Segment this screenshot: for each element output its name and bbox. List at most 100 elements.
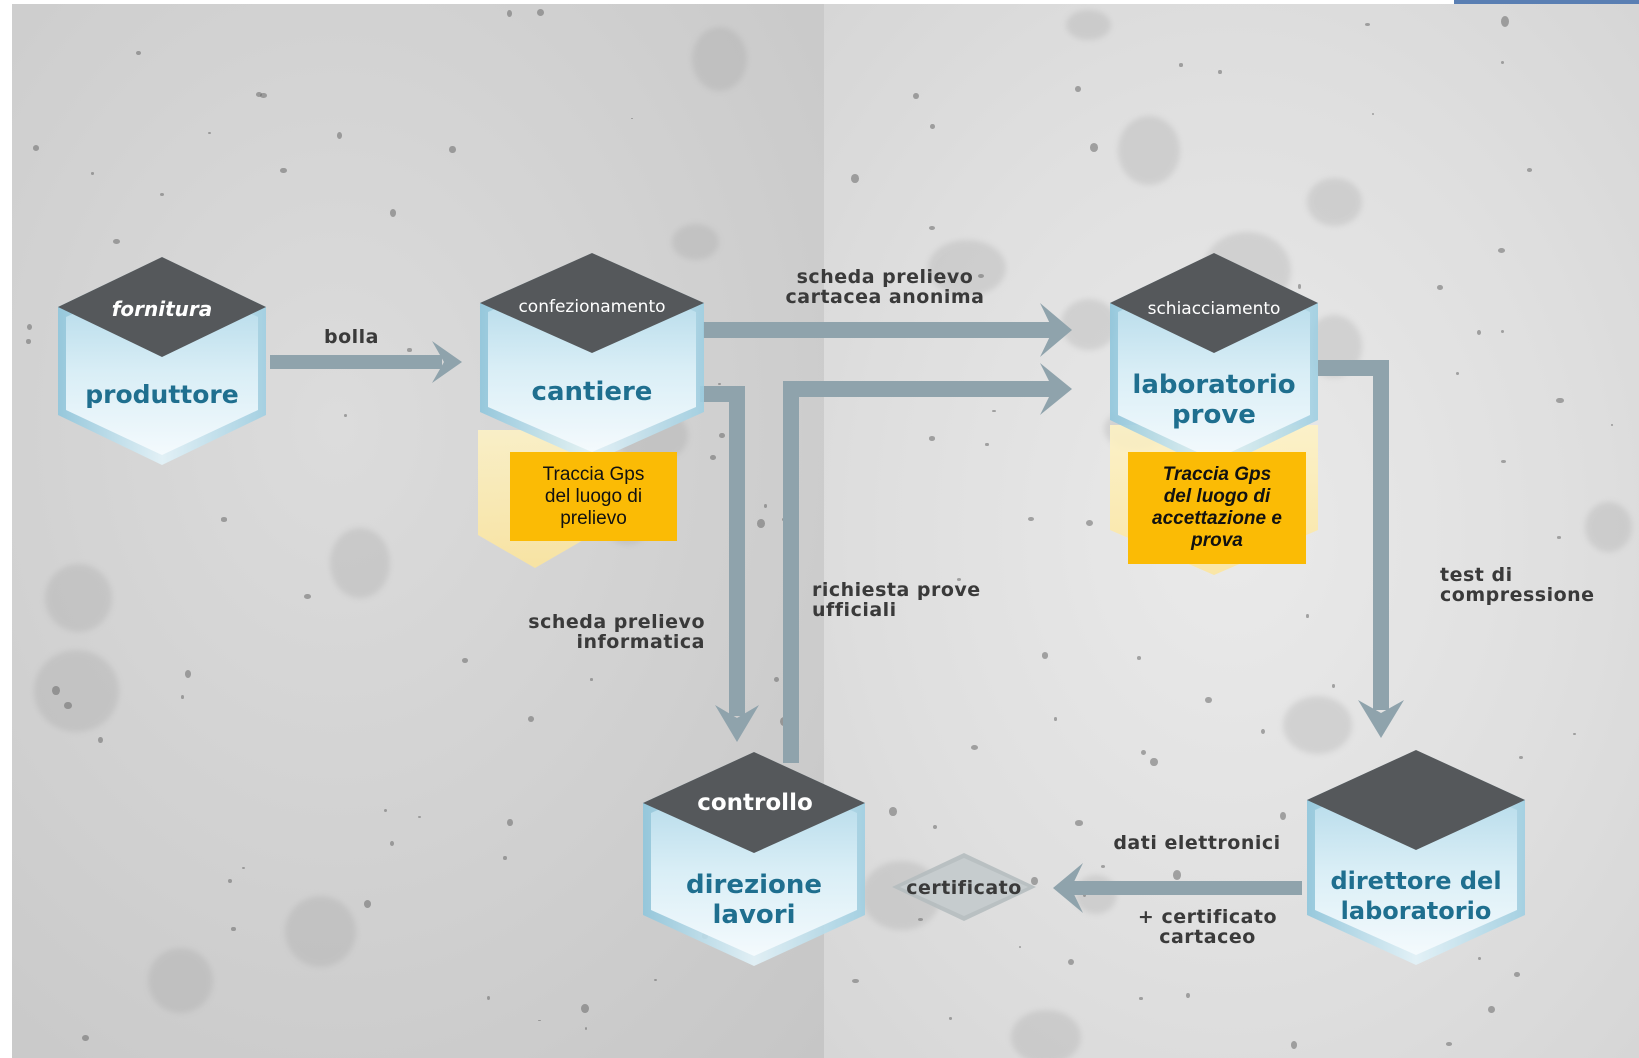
produttore-label: produttore	[85, 380, 239, 409]
concrete-speck	[33, 145, 40, 151]
edge-label-bolla: bolla	[324, 326, 380, 348]
concrete-speck	[528, 716, 535, 723]
concrete-speck	[506, 9, 513, 18]
cantiere-cap-label: confezionamento	[518, 297, 666, 317]
concrete-speck	[718, 382, 721, 386]
concrete-speck	[449, 145, 456, 153]
arrow-scheda-cartacea	[703, 303, 1072, 357]
concrete-speck	[1456, 372, 1460, 376]
concrete-speck	[260, 92, 267, 98]
node-certificato-shape	[892, 853, 1036, 921]
concrete-speck	[581, 1003, 589, 1014]
concrete-speck	[957, 578, 962, 582]
concrete-speck	[82, 1034, 89, 1042]
direzione-label: direzione lavori	[654, 870, 854, 930]
concrete-speck	[917, 918, 923, 922]
gps-box-prelievo-text: Traccia Gps del luogo di prelievo	[542, 463, 645, 529]
concrete-speck	[363, 899, 371, 908]
concrete-speck	[970, 744, 979, 751]
concrete-blot	[1060, 298, 1118, 351]
concrete-speck	[1101, 865, 1106, 868]
concrete-speck	[1519, 756, 1524, 760]
arrow-richiesta-prove	[783, 363, 1072, 763]
concrete-speck	[977, 273, 984, 279]
concrete-speck	[1067, 958, 1074, 965]
concrete-blot	[34, 650, 119, 732]
concrete-speck	[1149, 757, 1158, 767]
concrete-speck	[763, 504, 767, 508]
concrete-speck	[241, 866, 246, 869]
concrete-speck	[461, 658, 469, 664]
concrete-speck	[913, 92, 919, 100]
direzione-label-line1: direzione	[685, 870, 823, 900]
concrete-speck	[851, 174, 859, 183]
concrete-speck	[1041, 652, 1049, 659]
concrete-speck	[337, 132, 343, 139]
concrete-speck	[389, 208, 397, 218]
concrete-speck	[889, 806, 897, 816]
concrete-speck	[992, 409, 997, 413]
cantiere-label: cantiere	[531, 377, 653, 407]
concrete-speck	[1139, 997, 1143, 1001]
concrete-speck	[1477, 329, 1481, 335]
concrete-blot	[1065, 9, 1111, 41]
concrete-speck	[1488, 1005, 1496, 1014]
concrete-speck	[1556, 536, 1562, 539]
concrete-speck	[64, 702, 72, 710]
edge-label-certificato-cartaceo: + certificato cartaceo	[1120, 907, 1295, 947]
concrete-speck	[1526, 168, 1533, 172]
concrete-speck	[1514, 972, 1520, 978]
edge-label-certificato-cartaceo-line1: + certificato	[1137, 906, 1278, 928]
concrete-speck	[113, 238, 120, 245]
edge-label-scheda-cartacea: scheda prelievo cartacea anonima	[760, 267, 1010, 307]
concrete-speck	[584, 1026, 588, 1031]
top-border	[0, 0, 1639, 4]
left-border	[0, 0, 12, 1058]
concrete-speck	[418, 816, 422, 819]
gps-box-prelievo: Traccia Gps del luogo di prelievo	[510, 452, 677, 541]
concrete-speck	[1218, 70, 1222, 75]
concrete-speck	[1290, 1041, 1297, 1050]
concrete-blot	[44, 563, 112, 632]
concrete-speck	[1364, 22, 1371, 27]
certificato-label: certificato	[906, 877, 1022, 899]
concrete-blot	[1118, 116, 1181, 186]
arrow-test-compressione	[1318, 360, 1404, 738]
edge-label-scheda-cartacea-line1: scheda prelievo	[796, 266, 974, 288]
concrete-speck	[1074, 820, 1083, 826]
concrete-speck	[1500, 16, 1509, 28]
concrete-speck	[1500, 61, 1504, 65]
concrete-blot	[1011, 1009, 1081, 1058]
laboratorio-label-line2: prove	[1172, 400, 1256, 430]
concrete-speck	[1437, 284, 1444, 291]
concrete-speck	[343, 413, 348, 418]
concrete-speck	[1075, 86, 1081, 93]
concrete-speck	[227, 878, 232, 883]
concrete-speck	[932, 824, 937, 830]
concrete-speck	[280, 167, 287, 174]
concrete-speck	[181, 695, 184, 699]
concrete-blot	[1283, 696, 1353, 755]
concrete-speck	[506, 818, 513, 827]
concrete-speck	[407, 348, 412, 353]
concrete-speck	[929, 225, 936, 230]
node-direttore-shape	[1307, 750, 1525, 965]
concrete-blot	[330, 528, 390, 598]
concrete-speck	[1031, 876, 1038, 886]
concrete-speck	[220, 517, 228, 522]
concrete-speck	[503, 855, 507, 860]
arrow-scheda-informatica	[700, 386, 759, 742]
concrete-speck	[1205, 697, 1212, 704]
concrete-speck	[1371, 112, 1375, 116]
concrete-speck	[1445, 1041, 1453, 1046]
concrete-speck	[774, 676, 780, 682]
concrete-speck	[1136, 656, 1142, 661]
concrete-speck	[27, 324, 33, 331]
edge-label-test-compressione-line1: test di	[1440, 564, 1513, 586]
concrete-speck	[1178, 63, 1184, 67]
gps-box-accettazione-text: Traccia Gps del luogo di accettazione e …	[1152, 464, 1282, 551]
concrete-blot	[928, 240, 1006, 296]
concrete-speck	[1478, 957, 1481, 961]
concrete-speck	[383, 808, 387, 813]
concrete-speck	[1186, 993, 1191, 998]
